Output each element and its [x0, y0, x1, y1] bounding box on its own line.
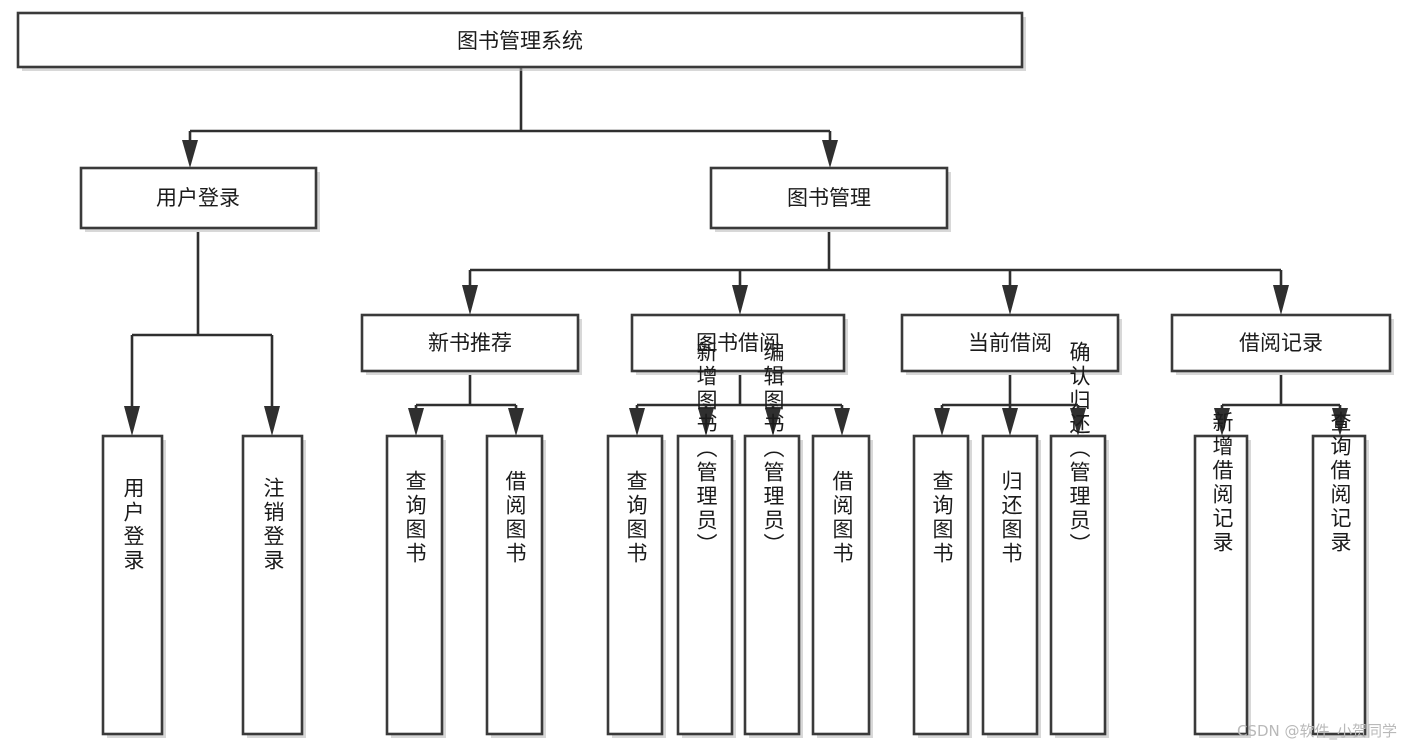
- node-leaf-newbook-2[interactable]: 借阅图书: [485, 434, 546, 738]
- node-current-label: 当前借阅: [968, 331, 1052, 355]
- node-leaf-login-2[interactable]: 注销登录: [241, 434, 306, 738]
- node-login[interactable]: 用户登录: [79, 166, 320, 232]
- node-leaf-current-2-label: 归还图书: [999, 470, 1023, 566]
- node-leaf-borrow-4-label: 借阅图书: [830, 470, 854, 566]
- node-records[interactable]: 借阅记录: [1170, 313, 1394, 375]
- node-root[interactable]: 图书管理系统: [16, 11, 1026, 71]
- node-leaf-current-1-box[interactable]: [912, 434, 970, 736]
- node-records-box[interactable]: [1170, 313, 1392, 373]
- node-bookmgmt[interactable]: 图书管理: [709, 166, 951, 232]
- node-leaf-borrow-3[interactable]: 编辑图书（管理员）: [743, 341, 803, 738]
- node-bookmgmt-box[interactable]: [709, 166, 949, 230]
- node-leaf-current-3-label: 确认归还（管理员）: [1067, 341, 1091, 557]
- arrow-head-leaf-current-3: [1070, 408, 1086, 436]
- node-leaf-current-1-label: 查询图书: [930, 470, 954, 566]
- node-borrow[interactable]: 图书借阅: [630, 313, 848, 375]
- node-leaf-login-1[interactable]: 用户登录: [101, 434, 166, 738]
- arrow-head-records: [1273, 285, 1289, 315]
- node-leaf-newbook-2-label: 借阅图书: [503, 470, 527, 566]
- arrow-head-login: [182, 140, 198, 168]
- node-newbook[interactable]: 新书推荐: [360, 313, 582, 375]
- arrow-head-leaf-current-2: [1002, 408, 1018, 436]
- arrow-head-leaf-borrow-4: [834, 408, 850, 436]
- arrow-head-leaf-records-2: [1332, 408, 1348, 436]
- arrow-head-leaf-borrow-2: [698, 408, 714, 436]
- node-root-box[interactable]: [16, 11, 1024, 69]
- node-leaf-borrow-1-box[interactable]: [606, 434, 664, 736]
- node-current-box[interactable]: [900, 313, 1120, 373]
- arrow-head-leaf-login-1: [124, 406, 140, 436]
- arrow-head-newbook: [462, 285, 478, 315]
- arrow-head-leaf-borrow-3: [765, 408, 781, 436]
- node-leaf-records-2-box[interactable]: [1311, 434, 1367, 736]
- node-leaf-borrow-3-box[interactable]: [743, 434, 801, 736]
- arrow-head-current: [1002, 285, 1018, 315]
- node-leaf-borrow-1[interactable]: 查询图书: [606, 434, 666, 738]
- node-leaf-current-2[interactable]: 归还图书: [981, 434, 1041, 738]
- node-leaf-newbook-1-label: 查询图书: [403, 470, 427, 566]
- node-newbook-label: 新书推荐: [428, 331, 512, 355]
- arrow-head-leaf-current-1: [934, 408, 950, 436]
- arrow-head-bookmgmt: [822, 140, 838, 168]
- arrow-head-leaf-borrow-1: [629, 408, 645, 436]
- arrow-head-borrow: [732, 285, 748, 315]
- arrow-head-leaf-login-2: [264, 406, 280, 436]
- node-leaf-records-2[interactable]: 查询借阅记录: [1311, 411, 1369, 738]
- node-leaf-borrow-2-box[interactable]: [676, 434, 734, 736]
- node-current[interactable]: 当前借阅: [900, 313, 1122, 375]
- node-bookmgmt-label: 图书管理: [787, 186, 871, 210]
- node-root-label: 图书管理系统: [457, 29, 583, 53]
- node-leaf-login-1-label: 用户登录: [121, 477, 145, 573]
- node-borrow-label: 图书借阅: [696, 331, 780, 355]
- node-leaf-borrow-1-label: 查询图书: [624, 470, 648, 566]
- node-records-label: 借阅记录: [1239, 331, 1323, 355]
- node-leaf-login-2-label: 注销登录: [261, 477, 285, 573]
- node-leaf-login-2-box[interactable]: [241, 434, 304, 736]
- node-leaf-records-1-label: 新增借阅记录: [1210, 411, 1234, 555]
- node-leaf-records-1[interactable]: 新增借阅记录: [1193, 411, 1251, 738]
- arrow-head-leaf-records-1: [1214, 408, 1230, 436]
- node-leaf-borrow-2[interactable]: 新增图书（管理员）: [676, 341, 736, 738]
- node-leaf-login-1-box[interactable]: [101, 434, 164, 736]
- node-leaf-newbook-2-box[interactable]: [485, 434, 544, 736]
- node-leaf-records-1-box[interactable]: [1193, 434, 1249, 736]
- node-leaf-records-2-label: 查询借阅记录: [1328, 411, 1352, 555]
- node-leaf-current-2-box[interactable]: [981, 434, 1039, 736]
- node-leaf-borrow-2-label: 新增图书（管理员）: [694, 341, 718, 557]
- node-login-label: 用户登录: [156, 186, 240, 210]
- node-leaf-borrow-4-box[interactable]: [811, 434, 871, 736]
- arrow-head-leaf-newbook-1: [408, 408, 424, 436]
- node-leaf-borrow-3-label: 编辑图书（管理员）: [761, 341, 785, 557]
- csdn-watermark: CSDN @软件_小贺同学: [1236, 722, 1397, 740]
- node-login-box[interactable]: [79, 166, 318, 230]
- node-leaf-borrow-4[interactable]: 借阅图书: [811, 434, 873, 738]
- node-leaf-newbook-1-box[interactable]: [385, 434, 444, 736]
- connector-layer: [124, 67, 1348, 436]
- node-leaf-newbook-1[interactable]: 查询图书: [385, 434, 446, 738]
- arrow-head-leaf-newbook-2: [508, 408, 524, 436]
- node-leaf-current-3[interactable]: 确认归还（管理员）: [1049, 341, 1109, 738]
- node-borrow-box[interactable]: [630, 313, 846, 373]
- node-leaf-current-1[interactable]: 查询图书: [912, 434, 972, 738]
- node-newbook-box[interactable]: [360, 313, 580, 373]
- node-leaf-current-3-box[interactable]: [1049, 434, 1107, 736]
